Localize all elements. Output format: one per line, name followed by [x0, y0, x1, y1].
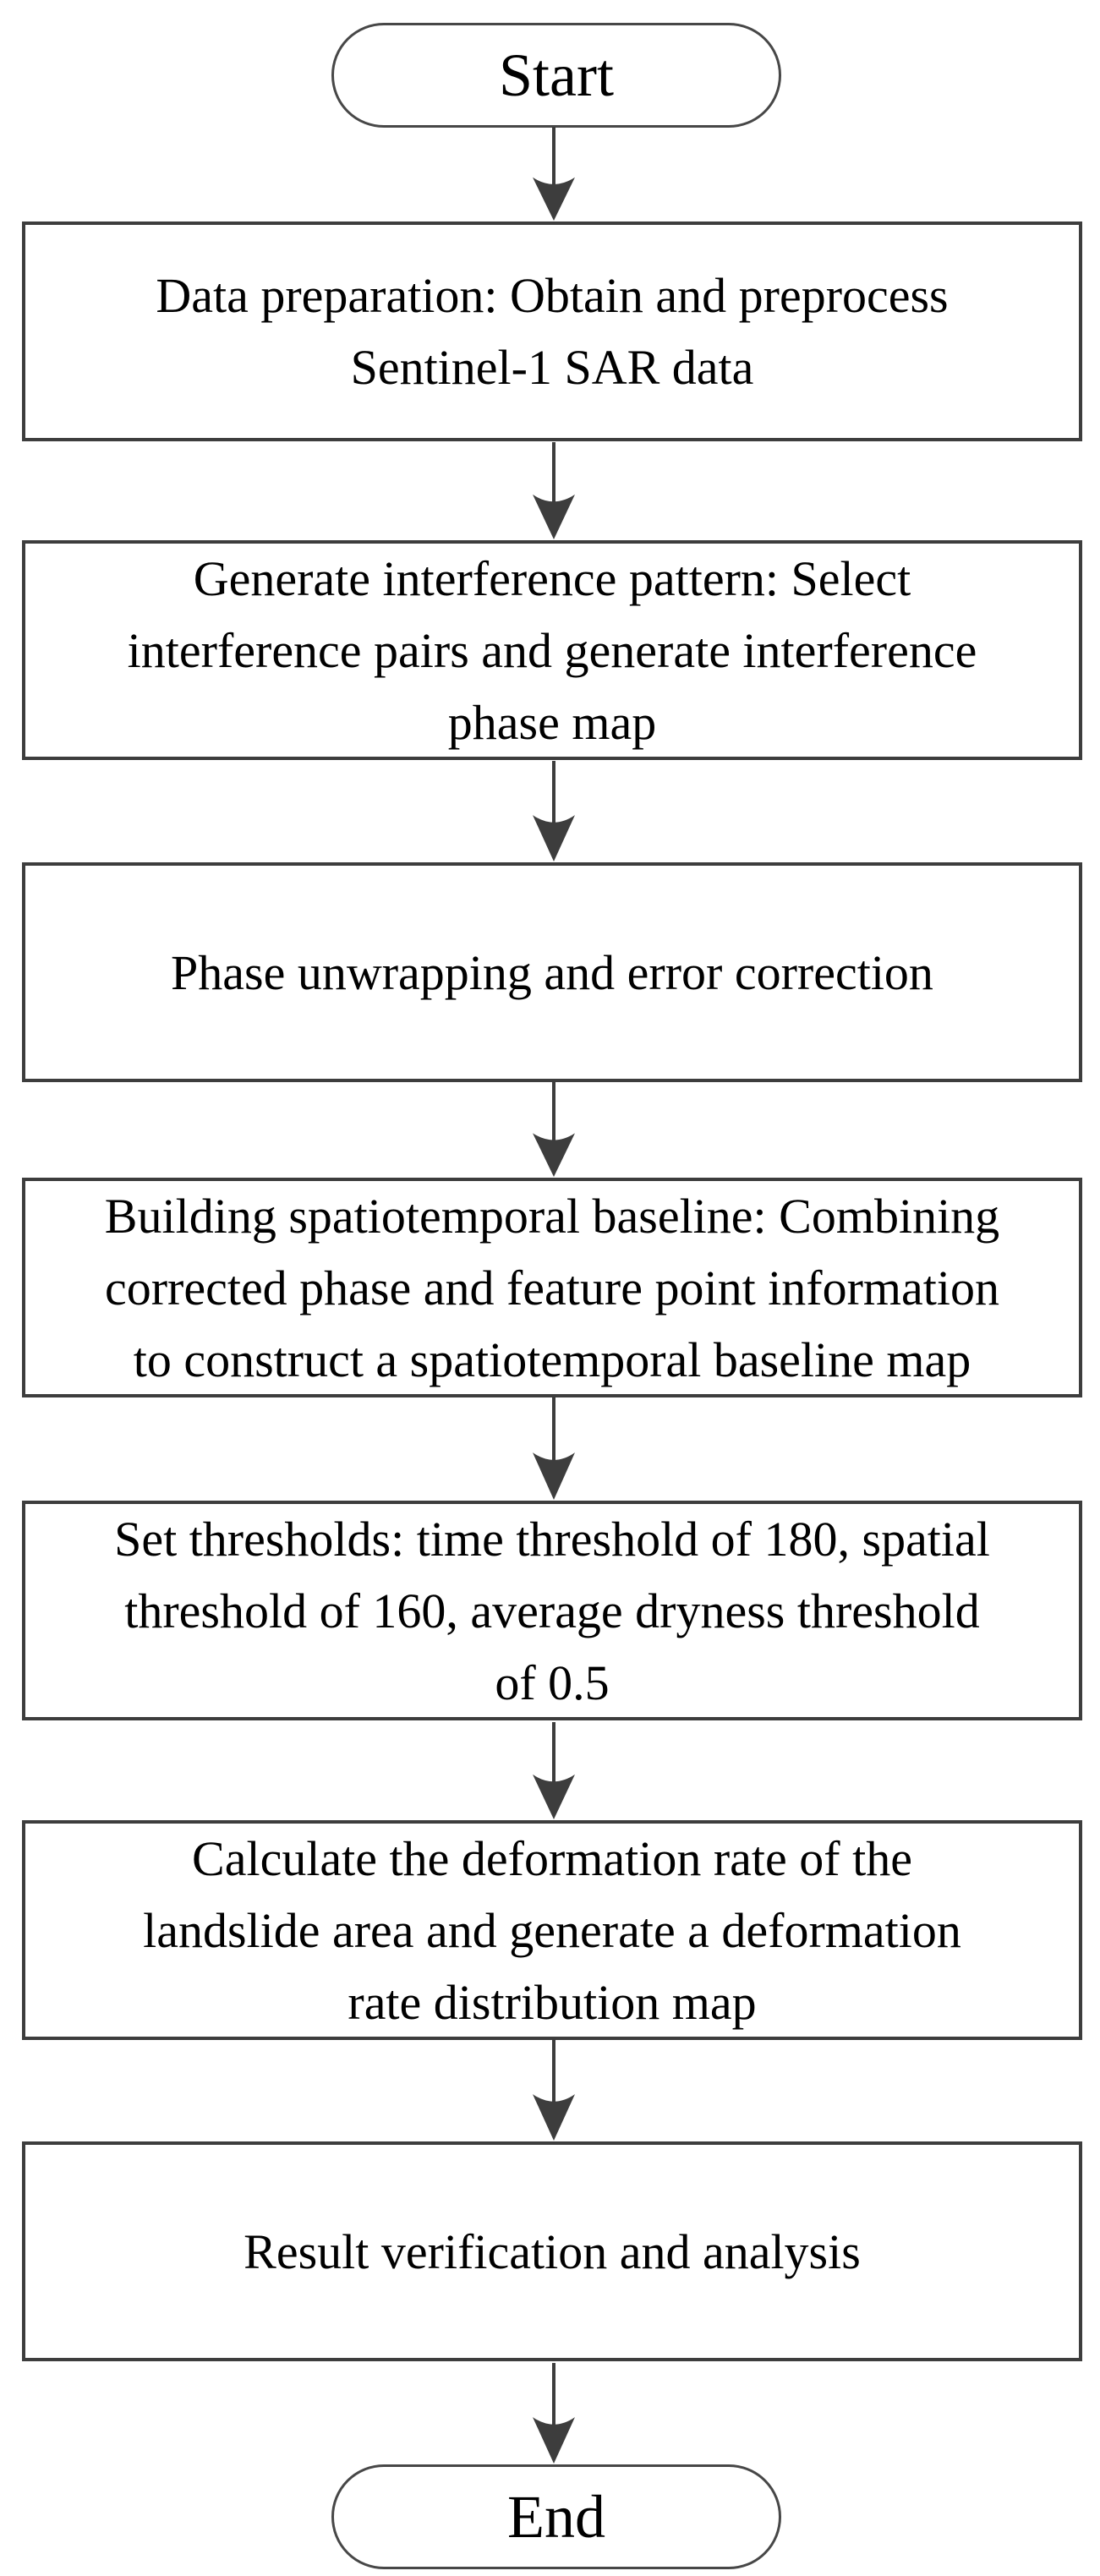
node-building-spatiotemporal-baseline-label: Building spatiotemporal baseline: Combin…	[104, 1188, 1000, 1387]
node-set-thresholds-label: Set thresholds: time threshold of 180, s…	[114, 1511, 990, 1710]
node-calculate-deformation-rate-label: Calculate the deformation rate of the la…	[143, 1830, 961, 2030]
node-set-thresholds: Set thresholds: time threshold of 180, s…	[22, 1501, 1082, 1720]
node-phase-unwrapping-label: Phase unwrapping and error correction	[171, 944, 933, 1000]
arrow-down-icon	[532, 127, 576, 222]
arrow-down-icon	[532, 1082, 576, 1178]
node-result-verification-label: Result verification and analysis	[244, 2223, 861, 2279]
node-end: End	[331, 2464, 781, 2569]
node-end-label: End	[507, 2483, 605, 2551]
node-result-verification: Result verification and analysis	[22, 2141, 1082, 2361]
arrow-down-icon	[532, 2040, 576, 2141]
arrow-down-icon	[532, 2363, 576, 2464]
node-start: Start	[331, 23, 781, 128]
arrow-down-icon	[532, 1722, 576, 1820]
node-calculate-deformation-rate: Calculate the deformation rate of the la…	[22, 1820, 1082, 2040]
node-generate-interference-pattern-label: Generate interference pattern: Select in…	[127, 550, 977, 750]
node-phase-unwrapping: Phase unwrapping and error correction	[22, 862, 1082, 1082]
arrow-down-icon	[532, 761, 576, 862]
node-data-preparation: Data preparation: Obtain and preprocess …	[22, 222, 1082, 441]
node-data-preparation-label: Data preparation: Obtain and preprocess …	[156, 268, 949, 395]
arrow-down-icon	[532, 1397, 576, 1501]
node-generate-interference-pattern: Generate interference pattern: Select in…	[22, 540, 1082, 760]
node-start-label: Start	[499, 41, 614, 109]
arrow-down-icon	[532, 442, 576, 540]
node-building-spatiotemporal-baseline: Building spatiotemporal baseline: Combin…	[22, 1178, 1082, 1397]
